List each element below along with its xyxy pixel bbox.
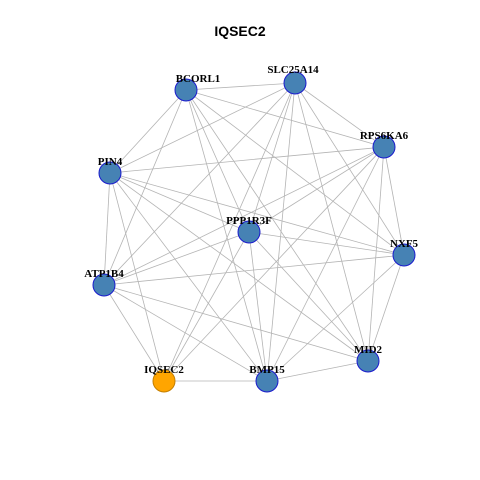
node-ppp1r3f xyxy=(237,220,261,244)
edge-nxf5-atp1b4 xyxy=(103,254,405,286)
node-label-rps6ka6: RPS6KA6 xyxy=(360,130,409,142)
edge-ppp1r3f-iqsec2 xyxy=(163,231,250,382)
edge-pin4-atp1b4 xyxy=(103,172,111,286)
edge-slc25a14-bmp15 xyxy=(266,82,296,382)
edge-rps6ka6-atp1b4 xyxy=(103,146,385,286)
edge-atp1b4-bmp15 xyxy=(103,284,268,382)
node-label-bcorl1: BCORL1 xyxy=(176,73,221,85)
node-atp1b4 xyxy=(92,273,116,297)
edge-ppp1r3f-nxf5 xyxy=(248,231,405,256)
edge-pin4-nxf5 xyxy=(109,172,405,256)
edge-atp1b4-mid2 xyxy=(103,284,369,362)
node-label-bmp15: BMP15 xyxy=(249,364,285,376)
edge-rps6ka6-mid2 xyxy=(367,146,385,362)
edges-layer xyxy=(103,82,405,382)
node-label-iqsec2: IQSEC2 xyxy=(144,364,184,376)
edge-slc25a14-iqsec2 xyxy=(163,82,296,382)
nodes-layer xyxy=(92,71,416,393)
node-label-nxf5: NXF5 xyxy=(390,238,419,250)
node-iqsec2 xyxy=(152,369,176,393)
edge-nxf5-mid2 xyxy=(367,254,405,362)
edge-rps6ka6-bmp15 xyxy=(266,146,385,382)
edge-ppp1r3f-bmp15 xyxy=(248,231,268,382)
edge-pin4-ppp1r3f xyxy=(109,172,250,233)
edge-bcorl1-nxf5 xyxy=(185,89,405,256)
edge-bcorl1-slc25a14 xyxy=(185,82,296,91)
edge-ppp1r3f-mid2 xyxy=(248,231,369,362)
node-label-slc25a14: SLC25A14 xyxy=(267,64,319,76)
edge-ppp1r3f-atp1b4 xyxy=(103,231,250,286)
edge-rps6ka6-pin4 xyxy=(109,146,385,174)
node-label-mid2: MID2 xyxy=(354,344,383,356)
graph-title: IQSEC2 xyxy=(214,23,266,39)
edge-pin4-iqsec2 xyxy=(109,172,165,382)
node-bmp15 xyxy=(255,369,279,393)
edge-rps6ka6-nxf5 xyxy=(383,146,405,256)
node-mid2 xyxy=(356,349,380,373)
edge-slc25a14-rps6ka6 xyxy=(294,82,385,148)
edge-pin4-bmp15 xyxy=(109,172,268,382)
node-pin4 xyxy=(98,161,122,185)
node-nxf5 xyxy=(392,243,416,267)
edge-mid2-bmp15 xyxy=(266,360,369,382)
node-slc25a14 xyxy=(283,71,307,95)
edge-bcorl1-bmp15 xyxy=(185,89,268,382)
node-label-pin4: PIN4 xyxy=(98,156,123,168)
node-bcorl1 xyxy=(174,78,198,102)
edge-bcorl1-ppp1r3f xyxy=(185,89,250,233)
edge-slc25a14-atp1b4 xyxy=(103,82,296,286)
edge-bcorl1-mid2 xyxy=(185,89,369,362)
edge-bcorl1-rps6ka6 xyxy=(185,89,385,148)
node-label-ppp1r3f: PPP1R3F xyxy=(226,215,272,227)
edge-rps6ka6-iqsec2 xyxy=(163,146,385,382)
node-label-atp1b4: ATP1B4 xyxy=(84,268,124,280)
edge-pin4-mid2 xyxy=(109,172,369,362)
edge-atp1b4-iqsec2 xyxy=(103,284,165,382)
edge-slc25a14-pin4 xyxy=(109,82,296,174)
edge-nxf5-bmp15 xyxy=(266,254,405,382)
edge-bcorl1-pin4 xyxy=(109,89,187,174)
node-rps6ka6 xyxy=(372,135,396,159)
edge-slc25a14-mid2 xyxy=(294,82,369,362)
